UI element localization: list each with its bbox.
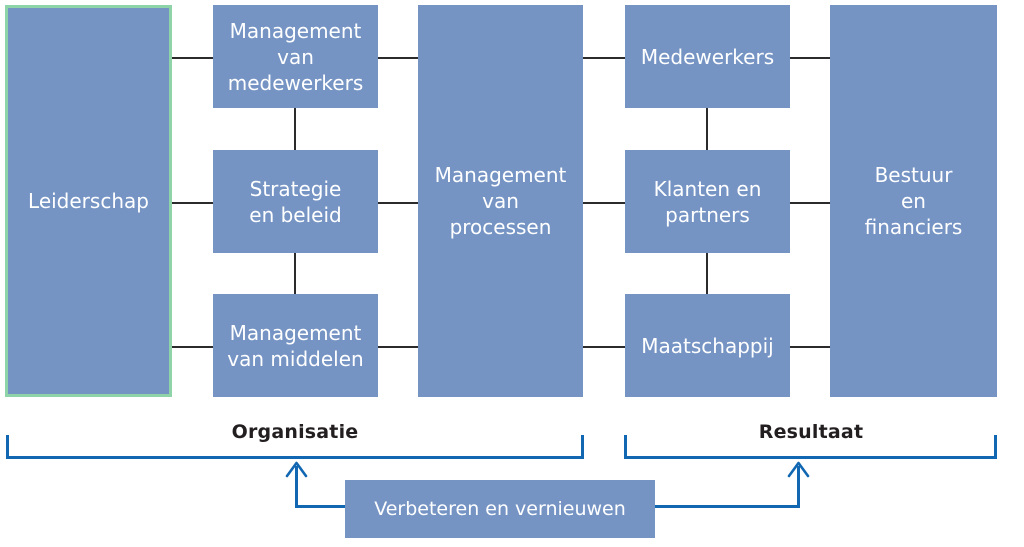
box-medewerkers[interactable]: Medewerkers <box>625 5 790 108</box>
connector-medewerkers-to-klanten-vertical <box>706 108 708 150</box>
group-caption-resultaat: Resultaat <box>758 421 864 443</box>
connector-leiderschap-to-management-medewerkers <box>172 57 213 59</box>
box-management-van-processen[interactable]: Management van processen <box>418 5 583 397</box>
connector-leiderschap-to-management-middelen <box>172 346 213 348</box>
connector-leiderschap-to-strategie <box>172 202 213 204</box>
bracket-resultaat-baseline <box>624 456 997 459</box>
connector-maatschappij-to-bestuur <box>790 346 830 348</box>
connector-processen-to-medewerkers <box>583 57 625 59</box>
box-management-van-medewerkers[interactable]: Management van medewerkers <box>213 5 378 108</box>
bracket-organisatie-right-tick <box>581 435 584 459</box>
connector-management-middelen-to-processen <box>378 346 418 348</box>
connector-strategie-to-processen <box>378 202 418 204</box>
box-klanten-en-partners[interactable]: Klanten en partners <box>625 150 790 253</box>
connector-medewerkers-to-strategie-vertical <box>294 108 296 150</box>
connector-klanten-to-maatschappij-vertical <box>706 253 708 294</box>
feedback-right-vertical <box>797 466 800 508</box>
connector-processen-to-maatschappij <box>583 346 625 348</box>
connector-medewerkers-to-bestuur <box>790 57 830 59</box>
box-leiderschap[interactable]: Leiderschap <box>5 5 172 397</box>
bracket-organisatie-left-tick <box>6 435 9 459</box>
group-caption-organisatie: Organisatie <box>231 421 359 443</box>
box-maatschappij[interactable]: Maatschappij <box>625 294 790 397</box>
connector-strategie-to-middelen-vertical <box>294 253 296 294</box>
feedback-right-horizontal <box>655 505 800 508</box>
connector-processen-to-klanten-partners <box>583 202 625 204</box>
box-strategie-en-beleid[interactable]: Strategie en beleid <box>213 150 378 253</box>
bracket-resultaat-left-tick <box>624 435 627 459</box>
bracket-resultaat-right-tick <box>994 435 997 459</box>
box-verbeteren-en-vernieuwen[interactable]: Verbeteren en vernieuwen <box>345 480 655 538</box>
connector-management-medewerkers-to-processen <box>378 57 418 59</box>
bracket-organisatie-baseline <box>6 456 584 459</box>
box-management-van-middelen[interactable]: Management van middelen <box>213 294 378 397</box>
connector-klanten-to-bestuur <box>790 202 830 204</box>
feedback-left-horizontal <box>295 505 347 508</box>
box-bestuur-en-financiers[interactable]: Bestuur en financiers <box>830 5 997 397</box>
feedback-left-vertical <box>295 466 298 508</box>
